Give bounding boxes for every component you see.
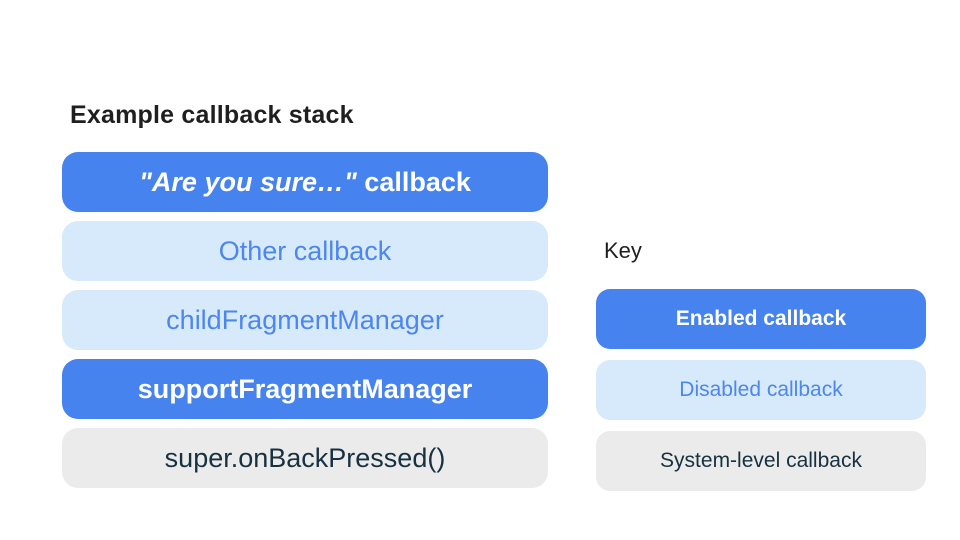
key-item-disabled-callback: Disabled callback xyxy=(596,360,926,420)
stack-item-other-callback: Other callback xyxy=(62,221,548,281)
stack-item-label-italic: "Are you sure…" xyxy=(139,166,357,197)
page-title: Example callback stack xyxy=(70,101,354,129)
stack-item-label-rest: callback xyxy=(356,166,471,197)
stack-item-super-on-back-pressed: super.onBackPressed() xyxy=(62,428,548,488)
key-title: Key xyxy=(604,238,642,263)
callback-stack: "Are you sure…" callback Other callback … xyxy=(62,152,548,488)
key-legend: Enabled callback Disabled callback Syste… xyxy=(596,289,926,491)
key-item-system-level-callback: System-level callback xyxy=(596,431,926,491)
stack-item-are-you-sure-callback: "Are you sure…" callback xyxy=(62,152,548,212)
stack-item-support-fragment-manager: supportFragmentManager xyxy=(62,359,548,419)
key-item-enabled-callback: Enabled callback xyxy=(596,289,926,349)
stack-item-child-fragment-manager: childFragmentManager xyxy=(62,290,548,350)
